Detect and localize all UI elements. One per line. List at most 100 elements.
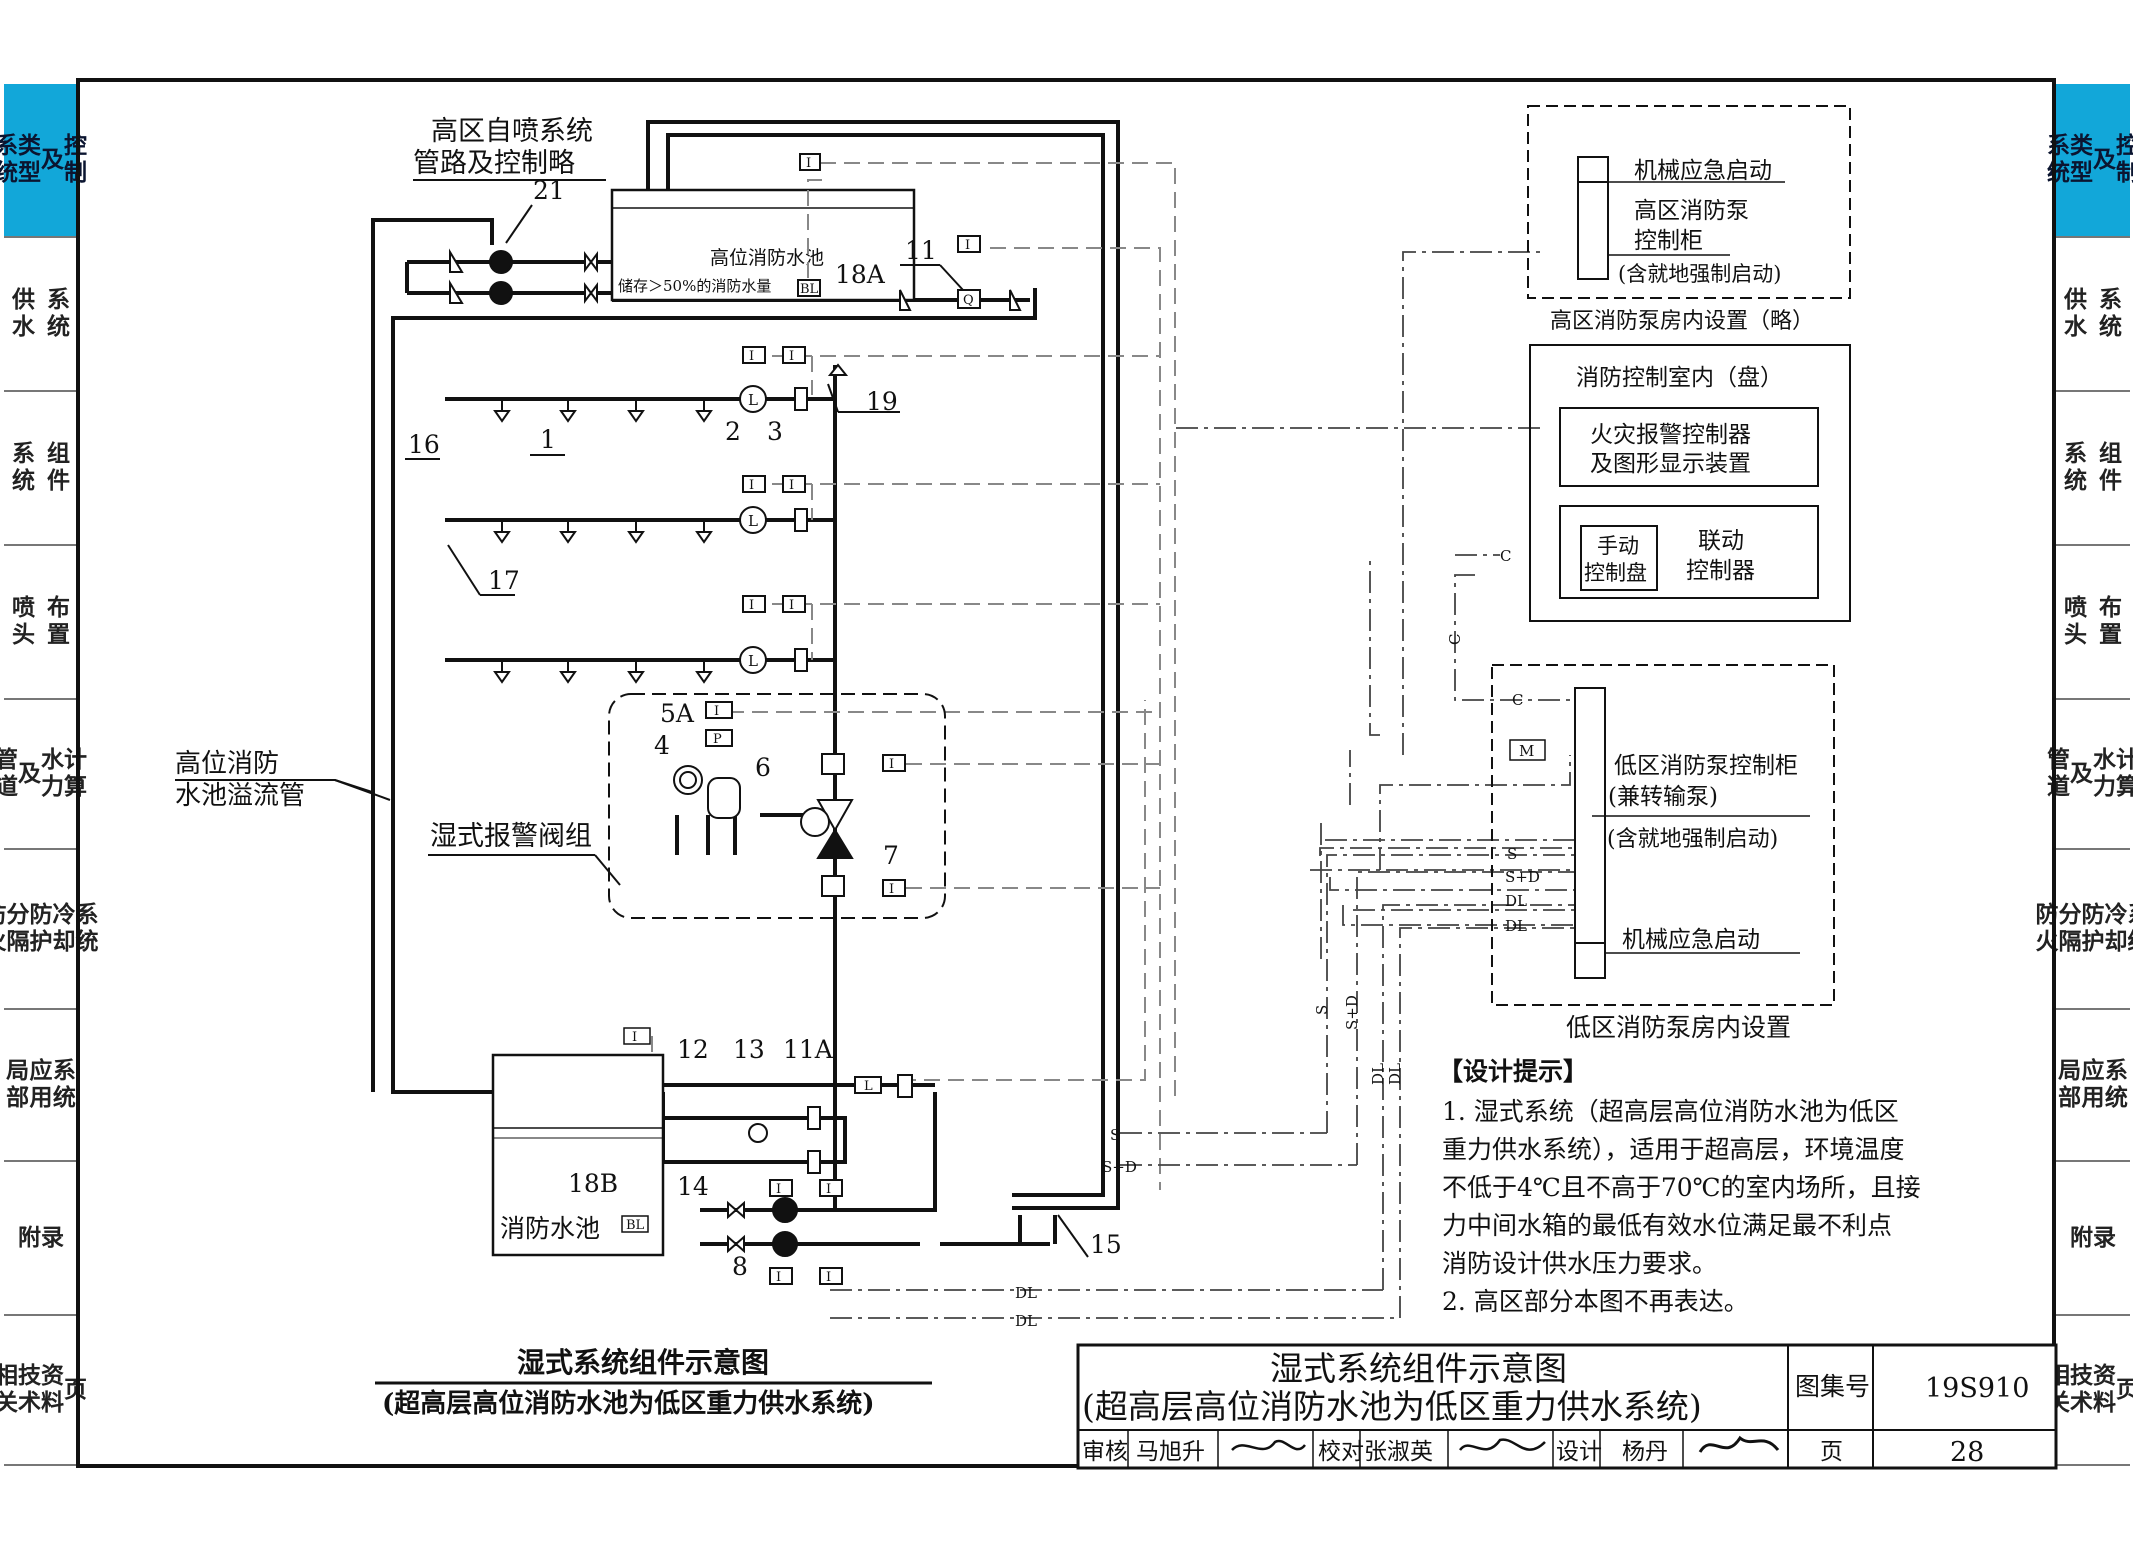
- side-tab-2[interactable]: 系统组件: [4, 392, 78, 546]
- svg-text:管路及控制略: 管路及控制略: [413, 148, 575, 179]
- tb-page-no: 28: [1950, 1437, 1984, 1468]
- svg-text:2: 2: [725, 417, 741, 446]
- side-tab-3[interactable]: 喷头布置: [2056, 546, 2130, 700]
- svg-text:机械应急启动: 机械应急启动: [1634, 158, 1772, 184]
- svg-text:设计: 设计: [1556, 1439, 1602, 1465]
- svg-text:(含就地强制启动): (含就地强制启动): [1618, 262, 1781, 286]
- svg-text:高区消防泵: 高区消防泵: [1634, 198, 1749, 224]
- tb-atlas-no: 19S910: [1925, 1373, 2029, 1404]
- side-tab-2[interactable]: 系统组件: [2056, 392, 2130, 546]
- svg-text:消防控制室内（盘）: 消防控制室内（盘）: [1576, 365, 1783, 391]
- svg-text:DL: DL: [1386, 1063, 1404, 1085]
- side-tab-1[interactable]: 供水系统: [2056, 238, 2130, 392]
- overflow-pipe-note: 高位消防 水池溢流管: [175, 749, 391, 811]
- svg-text:I: I: [789, 598, 794, 613]
- svg-text:C: C: [1512, 691, 1523, 709]
- svg-text:6: 6: [755, 753, 771, 782]
- svg-text:15: 15: [1090, 1230, 1122, 1259]
- svg-text:3: 3: [767, 417, 783, 446]
- svg-text:DL: DL: [1015, 1312, 1037, 1330]
- svg-text:S: S: [1313, 1005, 1331, 1015]
- low-pump-room: M 低区消防泵控制柜 (兼转输泵) (含就地强制启动) 机械应急启动 低区消防泵…: [1491, 664, 1835, 1042]
- side-tab-6[interactable]: 局部应用系统: [4, 1010, 78, 1162]
- side-tab-7[interactable]: 附录: [4, 1162, 78, 1316]
- notes-line-1: 1. 湿式系统（超高层高位消防水池为低区: [1442, 1097, 1899, 1126]
- alarm-valve: [673, 701, 906, 897]
- svg-text:M: M: [1519, 742, 1534, 760]
- svg-text:I: I: [714, 704, 719, 719]
- svg-text:I: I: [632, 1030, 637, 1045]
- svg-text:8: 8: [732, 1252, 748, 1281]
- svg-text:湿式报警阀组: 湿式报警阀组: [430, 821, 592, 852]
- svg-text:I: I: [776, 1182, 781, 1197]
- svg-text:17: 17: [488, 566, 520, 595]
- side-tab-3[interactable]: 喷头布置: [4, 546, 78, 700]
- svg-text:C: C: [1500, 547, 1511, 565]
- svg-text:低区消防泵控制柜: 低区消防泵控制柜: [1614, 753, 1798, 779]
- svg-text:I: I: [826, 1182, 831, 1197]
- component-numbers: 21 11 18A 19 16 1 2 3 17 5A 4 6 7 12 13 …: [405, 176, 1122, 1281]
- checker-signature: [1458, 1438, 1546, 1451]
- svg-text:DL: DL: [1505, 917, 1527, 935]
- title-block: 湿式系统组件示意图 (超高层高位消防水池为低区重力供水系统) 图集号 19S91…: [1076, 1343, 2058, 1470]
- svg-text:S+D: S+D: [1102, 1158, 1137, 1176]
- svg-text:控制柜: 控制柜: [1634, 228, 1703, 254]
- svg-text:页: 页: [1820, 1439, 1843, 1465]
- fire-control-room: 消防控制室内（盘） 火灾报警控制器 及图形显示装置 手动 控制盘 联动 控制器: [1529, 344, 1851, 622]
- svg-text:I: I: [749, 478, 754, 493]
- branch-devices: LLL: [739, 153, 1022, 674]
- svg-text:S: S: [1110, 1126, 1120, 1144]
- tb-title-2: (超高层高位消防水池为低区重力供水系统): [1082, 1387, 1702, 1426]
- notes-line-4: 力中间水箱的最低有效水位满足最不利点: [1442, 1211, 1892, 1240]
- tb-title-1: 湿式系统组件示意图: [1270, 1349, 1567, 1388]
- svg-text:13: 13: [733, 1035, 765, 1064]
- sprinkler-heads: [494, 398, 712, 683]
- svg-text:DL: DL: [1015, 1284, 1037, 1302]
- side-tab-6[interactable]: 局部应用系统: [2056, 1010, 2130, 1162]
- side-tab-1[interactable]: 供水系统: [4, 238, 78, 392]
- svg-text:1: 1: [540, 425, 556, 454]
- side-tab-8[interactable]: 相关技术资料页: [0, 1316, 87, 1466]
- signal-lines: [651, 162, 1176, 1212]
- svg-text:高位消防: 高位消防: [175, 749, 279, 779]
- svg-text:11A: 11A: [783, 1035, 834, 1064]
- svg-text:21: 21: [533, 176, 565, 205]
- notes-line-2: 重力供水系统），适用于超高层，环境温度: [1442, 1135, 1905, 1164]
- svg-text:I: I: [749, 598, 754, 613]
- svg-text:18A: 18A: [835, 260, 886, 289]
- line-labels: S S+D DL DL C C S S+D DL DL S S+D DL DL …: [1015, 547, 1540, 1330]
- svg-text:控制盘: 控制盘: [1584, 561, 1647, 585]
- svg-text:S: S: [1507, 845, 1517, 863]
- svg-text:手动: 手动: [1597, 534, 1639, 558]
- svg-text:校对: 校对: [1318, 1439, 1364, 1465]
- svg-text:I: I: [806, 156, 811, 171]
- high-zone-pumps: [449, 248, 598, 305]
- side-tab-0[interactable]: 系统类型及控制: [0, 84, 87, 238]
- side-tab-0[interactable]: 系统类型及控制: [2047, 84, 2133, 238]
- svg-text:14: 14: [677, 1172, 709, 1201]
- svg-text:DL: DL: [1505, 892, 1527, 910]
- svg-text:7: 7: [883, 841, 899, 870]
- svg-text:高区自喷系统: 高区自喷系统: [431, 116, 593, 147]
- svg-text:水池溢流管: 水池溢流管: [175, 781, 305, 811]
- water-pipes: [371, 120, 1120, 1246]
- svg-text:高区消防泵房内设置（略）: 高区消防泵房内设置（略）: [1550, 309, 1814, 334]
- svg-text:及图形显示装置: 及图形显示装置: [1590, 451, 1751, 477]
- svg-text:(兼转输泵): (兼转输泵): [1608, 784, 1718, 810]
- side-tab-7[interactable]: 附录: [2056, 1162, 2130, 1316]
- svg-text:I: I: [965, 238, 970, 253]
- designer-signature: [1698, 1435, 1780, 1453]
- side-nav-left: 系统类型及控制供水系统系统组件喷头布置管道及水力计算防火分隔防护冷却系统局部应用…: [0, 84, 99, 1466]
- side-tab-5[interactable]: 防火分隔防护冷却系统: [0, 850, 99, 1010]
- fire-pool: 消防水池: [491, 1027, 665, 1257]
- svg-text:L: L: [748, 652, 758, 670]
- svg-text:I: I: [749, 349, 754, 364]
- fire-pool-label: 消防水池: [500, 1214, 600, 1243]
- side-tab-4[interactable]: 管道及水力计算: [0, 700, 87, 850]
- high-tank-label-2: 储存＞50%的消防水量: [618, 277, 771, 295]
- alarm-valve-note: 湿式报警阀组: [428, 821, 621, 886]
- notes-line-5: 消防设计供水压力要求。: [1442, 1249, 1717, 1278]
- high-pump-room: 机械应急启动 高区消防泵 控制柜 (含就地强制启动) 高区消防泵房内设置（略）: [1527, 105, 1851, 334]
- high-zone-note: 高区自喷系统 管路及控制略: [413, 116, 606, 181]
- svg-text:DL: DL: [1369, 1063, 1387, 1085]
